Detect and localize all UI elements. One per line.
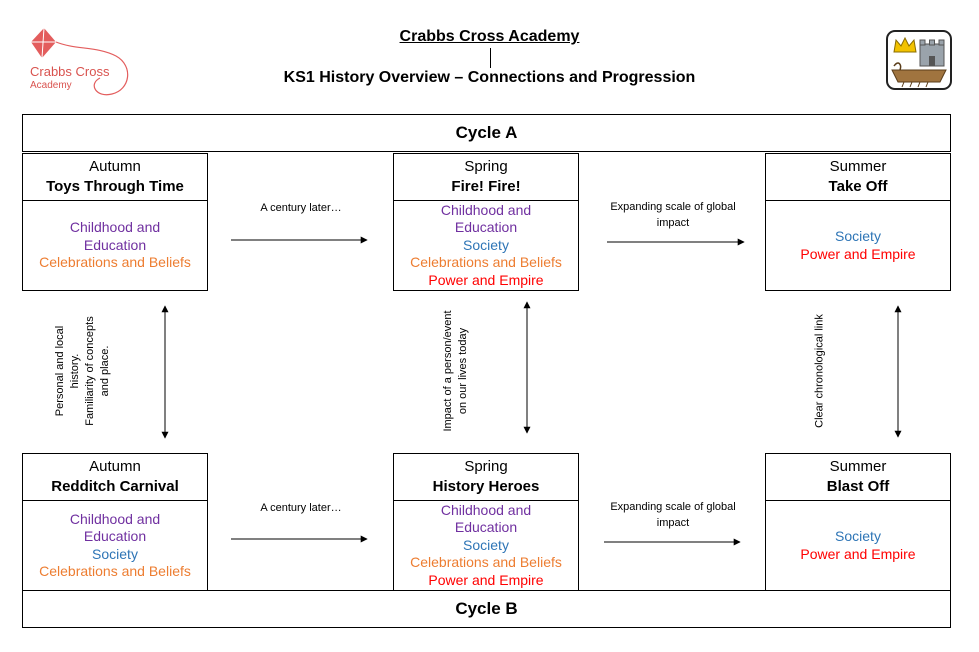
crest-logo [886,30,952,90]
theme-item: Society [835,228,881,244]
theme-item: Power and Empire [428,571,544,588]
theme-item: Society [463,536,509,553]
topic-title: Take Off [828,178,888,195]
topic-title: Fire! Fire! [451,178,521,195]
connection-label-b-spring-summer: Expanding scale of global impact [610,501,736,529]
theme-item: Childhood and [69,219,161,236]
topic-title: Blast Off [826,478,890,495]
cycle-b-label: Cycle B [455,599,518,618]
school-logo: Crabbs Cross Academy [26,26,136,98]
cycle-a-band: Cycle A [22,114,951,152]
theme-item: Power and Empire [800,545,916,562]
theme-item: Education [83,528,147,544]
theme-item: Celebrations and Beliefs [39,563,191,579]
theme-item: Society [835,528,881,544]
theme-item: Education [83,236,147,253]
theme-item: Power and Empire [800,245,916,262]
season-label: Spring [464,158,508,175]
theme-item: Celebrations and Beliefs [410,254,562,271]
theme-item: Society [463,236,509,253]
logo-sub: Academy [30,80,72,91]
season-label: Summer [829,458,887,475]
theme-item: Education [454,219,518,236]
theme-item: Celebrations and Beliefs [39,254,191,271]
cycle-a-label: Cycle A [455,123,518,142]
theme-item: Power and Empire [428,271,544,288]
school-title: Crabbs Cross Academy [399,28,580,45]
theme-item: Society [92,545,138,562]
connection-label-a-autumn-spring: A century later… [260,202,342,214]
theme-item: Childhood and [69,510,161,527]
topic-title: Redditch Carnival [51,478,179,495]
page-title: KS1 History Overview – Connections and P… [283,69,696,86]
season-label: Autumn [89,458,141,475]
theme-item: Childhood and [440,501,532,518]
topic-title: History Heroes [432,478,540,495]
season-label: Spring [464,458,508,475]
season-label: Summer [829,158,887,175]
kite-icon [31,27,129,96]
season-label: Autumn [89,158,141,175]
logo-name: Crabbs Cross [30,64,110,79]
connection-label-b-autumn-spring: A century later… [260,502,342,514]
theme-item: Education [454,519,518,536]
topic-title: Toys Through Time [46,178,184,195]
crown-castle-ship-icon [886,30,952,90]
connection-label-a-spring-summer: Expanding scale of global impact [610,201,736,229]
theme-item: Childhood and [440,201,532,218]
theme-item: Celebrations and Beliefs [410,554,562,571]
title-divider [490,48,491,68]
